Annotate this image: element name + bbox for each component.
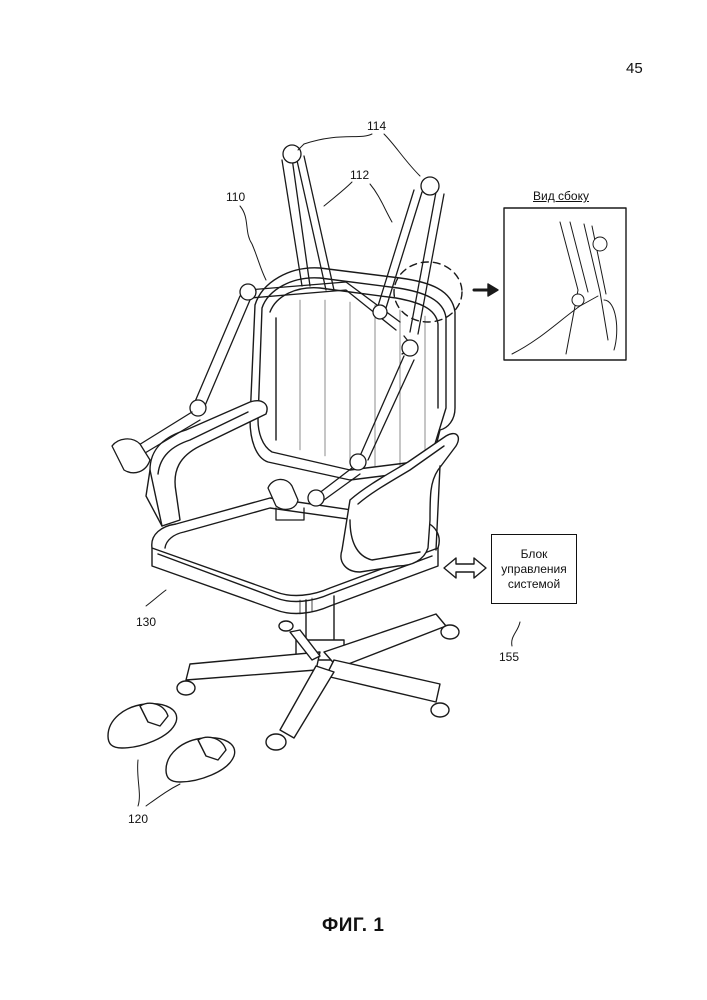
control-unit-line-3: системой <box>508 577 560 592</box>
reference-numeral-112: 112 <box>350 168 369 182</box>
reference-numeral-110: 110 <box>226 190 245 204</box>
control-unit-line-1: Блок <box>521 547 548 562</box>
control-unit-line-2: управления <box>501 562 566 577</box>
control-unit-box: Блок управления системой <box>491 534 577 604</box>
page-number: 45 <box>626 60 643 77</box>
figure-caption: ФИГ. 1 <box>322 915 384 937</box>
reference-numeral-114: 114 <box>367 119 386 133</box>
reference-numeral-120: 120 <box>128 812 148 826</box>
reference-numeral-130: 130 <box>136 615 156 629</box>
bidirectional-arrow <box>444 558 486 578</box>
reference-numeral-155: 155 <box>499 650 519 664</box>
side-view-title: Вид сбоку <box>533 189 589 203</box>
chair-base <box>177 596 459 750</box>
foot-sensors <box>108 703 235 782</box>
